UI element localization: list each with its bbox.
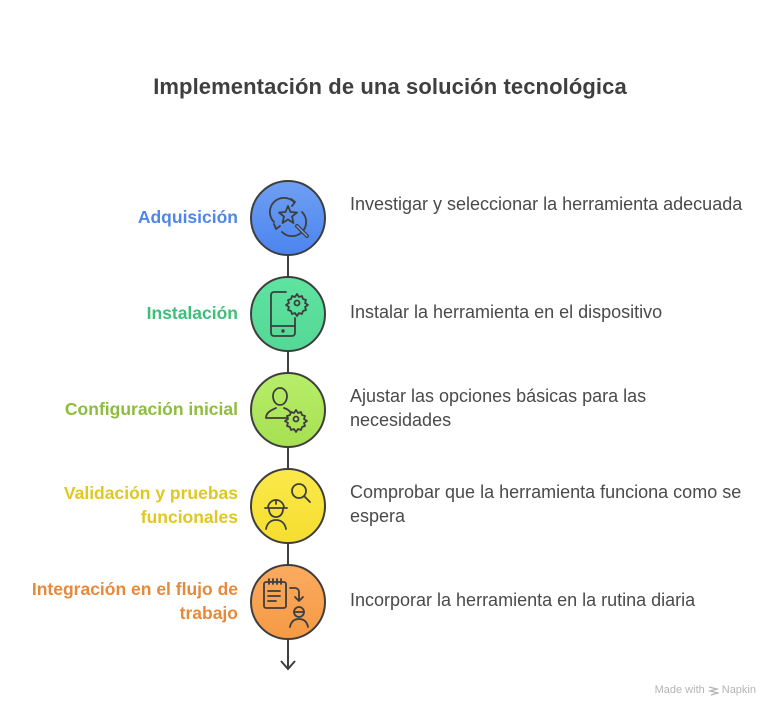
step-circle <box>250 276 326 352</box>
step-description: Ajustar las opciones básicas para las ne… <box>350 386 647 430</box>
step-label: Integración en el flujo de trabajo <box>31 579 238 623</box>
step-circle <box>250 468 326 544</box>
search-star-refresh-icon <box>268 196 309 238</box>
napkin-logo-icon <box>707 685 719 696</box>
step-label: Validación y pruebas funcionales <box>63 483 238 527</box>
step-description: Investigar y seleccionar la herramienta … <box>350 194 743 214</box>
step-label: Configuración inicial <box>64 399 238 419</box>
step-description: Comprobar que la herramienta funciona co… <box>350 482 742 526</box>
step-description: Incorporar la herramienta en la rutina d… <box>350 590 696 610</box>
phone-gear-icon <box>270 291 309 337</box>
arrow-down-icon <box>280 660 296 671</box>
step-label: Instalación <box>146 303 238 323</box>
brand-name: Napkin <box>721 684 756 696</box>
step-validacion: Validación y pruebas funcionales Comprob… <box>0 468 780 544</box>
worker-search-icon <box>264 483 311 530</box>
checklist-user-icon <box>263 578 309 628</box>
user-gear-icon <box>265 387 308 433</box>
diagram-title: Implementación de una solución tecnológi… <box>153 74 627 99</box>
step-circle <box>250 180 326 256</box>
step-description: Instalar la herramienta en el dispositiv… <box>350 302 663 322</box>
made-with-text: Made with <box>654 684 705 696</box>
step-configuracion-inicial: Configuración inicial Ajustar las opcion… <box>0 372 780 448</box>
step-label: Adquisición <box>137 207 238 227</box>
step-circle <box>250 372 326 448</box>
footer-watermark: Made with Napkin <box>655 684 756 696</box>
step-circle <box>250 564 326 640</box>
step-adquisicion: Adquisición Investigar y seleccionar la … <box>0 180 780 256</box>
step-instalacion: Instalación Instalar la herramienta en e… <box>0 276 780 352</box>
step-integracion: Integración en el flujo de trabajo Incor… <box>0 564 780 640</box>
